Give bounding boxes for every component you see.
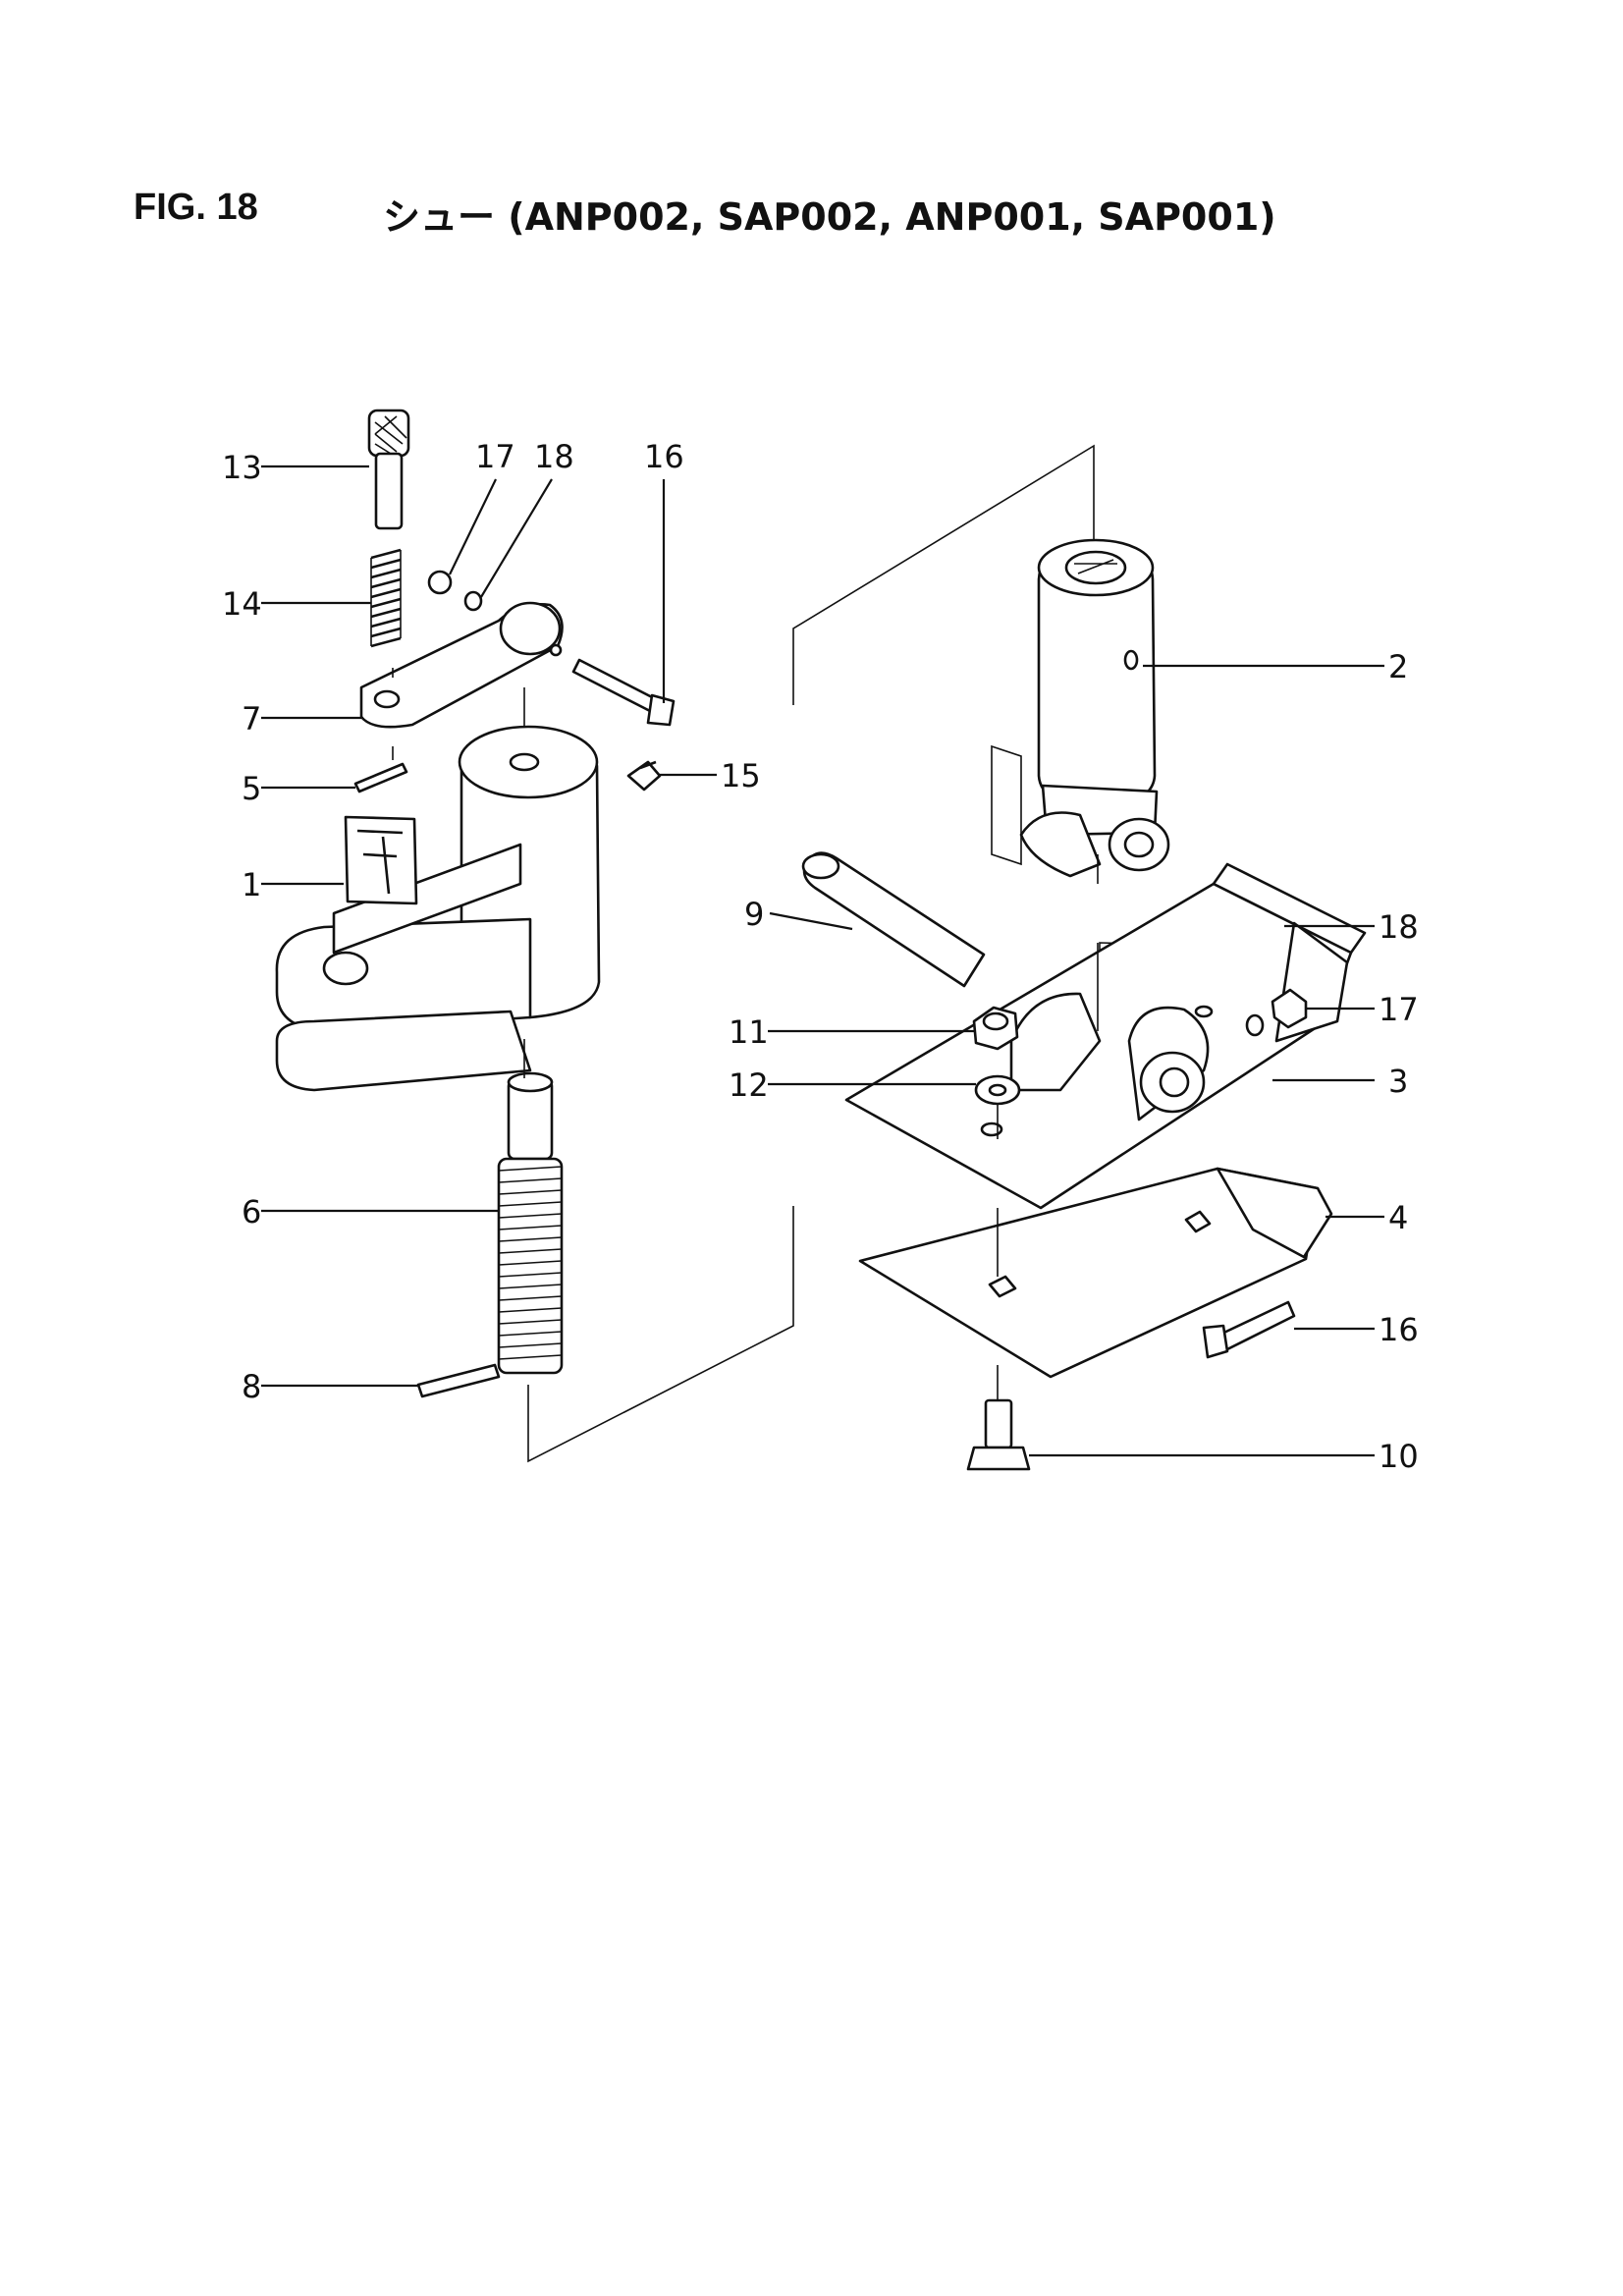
callout-1: 1 — [242, 866, 261, 903]
left-assembly — [275, 409, 794, 1463]
callout-8: 8 — [242, 1368, 261, 1405]
part-spring — [370, 548, 402, 648]
part-grease-nipple — [626, 760, 662, 792]
callout-4: 4 — [1388, 1199, 1408, 1236]
part-base-plate — [844, 862, 1367, 1210]
callout-7: 7 — [242, 700, 261, 738]
part-small-nut — [427, 570, 453, 595]
leader-lines — [261, 465, 1384, 1457]
part-main-body — [275, 725, 601, 1092]
callout-labels: 13 17 18 16 14 7 5 15 1 6 8 2 9 18 17 11… — [222, 438, 1419, 1475]
callout-9: 9 — [744, 896, 764, 933]
part-bolt-vertical — [966, 1398, 1031, 1471]
part-bolt-bottom — [1202, 1300, 1296, 1359]
callout-13: 13 — [222, 449, 262, 486]
part-washer — [974, 1074, 1021, 1106]
callout-3: 3 — [1388, 1063, 1408, 1100]
callout-5: 5 — [242, 770, 261, 807]
callout-17-right: 17 — [1379, 991, 1419, 1028]
part-pivot-pin — [801, 851, 986, 988]
part-pin-long — [416, 1363, 501, 1398]
callout-18-right: 18 — [1379, 908, 1419, 946]
part-shoe — [858, 1167, 1333, 1379]
callout-17-top: 17 — [475, 438, 515, 475]
part-hex-nut — [972, 1006, 1019, 1051]
part-bolt-top — [571, 658, 676, 727]
callout-18-top: 18 — [534, 438, 574, 475]
callout-10: 10 — [1379, 1438, 1419, 1475]
callout-16-right: 16 — [1379, 1311, 1419, 1348]
figure-title: シュー (ANP002, SAP002, ANP001, SAP001) — [383, 195, 1276, 239]
part-pin-short — [353, 762, 408, 793]
part-small-washer — [463, 590, 483, 612]
part-threaded-shaft — [497, 1071, 564, 1375]
callout-11: 11 — [729, 1013, 769, 1051]
part-nut-right — [1271, 988, 1308, 1029]
right-assembly — [792, 444, 1367, 1471]
part-column — [1019, 538, 1170, 878]
callout-16-top: 16 — [644, 438, 684, 475]
callout-15: 15 — [721, 757, 761, 794]
callout-14: 14 — [222, 585, 262, 623]
part-knob-pin — [367, 409, 410, 530]
callout-2: 2 — [1388, 648, 1408, 685]
part-lever-arm — [359, 601, 564, 729]
figure-number: FIG. 18 — [134, 187, 258, 228]
callout-6: 6 — [242, 1193, 261, 1230]
callout-12: 12 — [729, 1066, 769, 1104]
